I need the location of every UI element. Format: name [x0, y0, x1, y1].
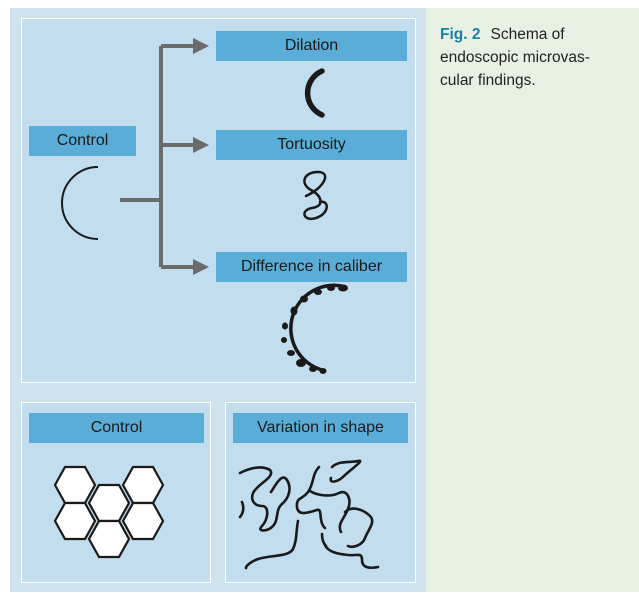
control-vessel-arc [61, 166, 99, 240]
arrowhead-dilation [193, 38, 209, 54]
irregular-vessel [238, 500, 245, 519]
irregular-vessel [329, 459, 362, 483]
arrowhead-caliber [193, 259, 209, 275]
dilation-label: Dilation [216, 31, 407, 61]
caliber-label: Difference in caliber [216, 252, 407, 282]
hexagon [121, 465, 165, 505]
tortuous-vessel-curve [303, 170, 328, 221]
hexagon [53, 465, 97, 505]
vessel-findings-panel [21, 18, 416, 383]
figure-label: Fig. 2 [440, 26, 481, 43]
figure-caption: Fig. 2 Schema of endoscopic microvas- cul… [440, 23, 630, 92]
irregular-vessel [238, 466, 291, 532]
control-label: Control [29, 126, 136, 156]
variation-shape-label: Variation in shape [233, 413, 408, 443]
caption-line-2: endoscopic microvas- [440, 49, 590, 66]
irregular-vessel [295, 465, 327, 530]
dilated-vessel-arc [304, 68, 325, 118]
caption-line-3: cular findings. [440, 72, 536, 89]
irregular-vessel [343, 507, 374, 549]
hexagon [121, 501, 165, 541]
caption-line-1: Schema of [490, 26, 565, 43]
irregular-vessel-pattern [238, 459, 380, 570]
tortuosity-label: Tortuosity [216, 130, 407, 160]
irregular-vessel [308, 489, 351, 534]
caliber-beads [281, 284, 348, 374]
irregular-vessel [320, 532, 328, 548]
hexagon [87, 519, 131, 559]
hexagon [53, 501, 97, 541]
caption-area: Fig. 2 Schema of endoscopic microvas- cul… [426, 8, 639, 592]
arrowhead-tortuosity [193, 137, 209, 153]
honeycomb-pattern [53, 465, 165, 559]
irregular-vessel [323, 543, 380, 570]
branch-connectors [120, 44, 195, 269]
hexagon [87, 483, 131, 523]
control-pattern-label: Control [29, 413, 204, 443]
caliber-vessel-arc [289, 283, 347, 372]
irregular-vessel [244, 519, 300, 570]
